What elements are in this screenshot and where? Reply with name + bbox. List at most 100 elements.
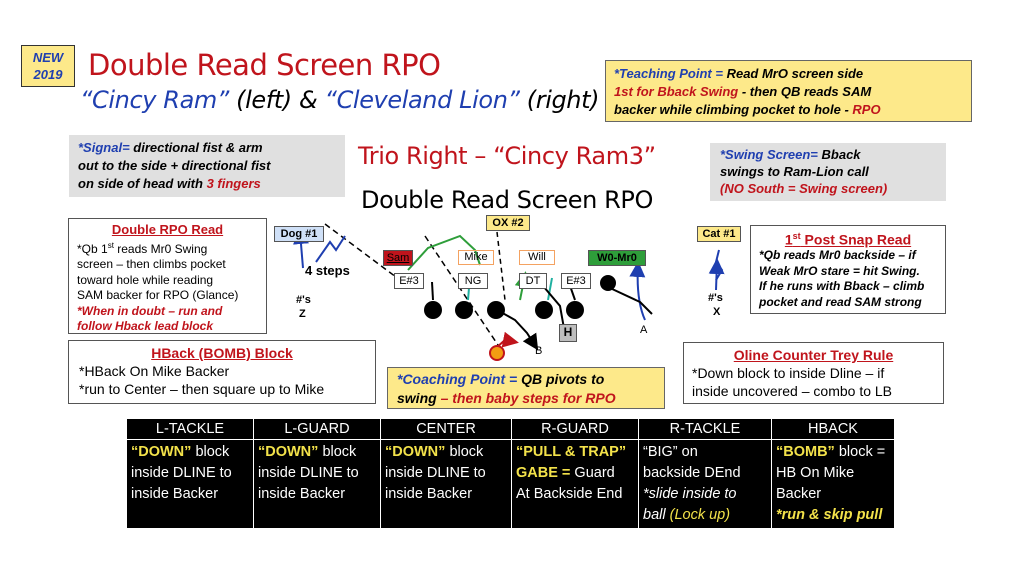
will-label: Will [519, 250, 555, 265]
page-subtitle: “Cincy Ram” (left) & “Cleveland Lion” (r… [80, 86, 599, 114]
hback-l2: *run to Center – then square up to Mike [79, 381, 325, 397]
left-end-label: E#3 [394, 273, 424, 289]
c4-y: “PULL & TRAP” [516, 444, 627, 460]
hback-bomb-block-box: HBack (BOMB) Block *HBack On Mike Backer… [68, 340, 376, 404]
double-rpo-head: Double RPO Read [111, 222, 224, 237]
c6-dy: *run & skip pull [776, 507, 883, 523]
oline-l1: *Down block to inside Dline – if [692, 365, 885, 381]
dbl-l3: toward hole while reading [77, 272, 214, 287]
c3-y: “DOWN” [385, 444, 446, 460]
right-end-label: E#3 [561, 273, 591, 289]
x-receiver-label: X [713, 306, 721, 318]
first-head-sup: st [792, 231, 801, 241]
th-rtackle: R-TACKLE [638, 418, 772, 440]
th-lguard: L-GUARD [253, 418, 381, 440]
sam-label: Sam [383, 250, 413, 266]
badge-year: 2019 [33, 67, 63, 82]
c4-a: Guard [570, 465, 615, 481]
subtitle-cincy: “Cincy Ram” [80, 86, 229, 114]
signal-text3: on side of head with [78, 176, 207, 191]
first-post-snap-read-box: 1st Post Snap Read *Qb reads Mr0 backsid… [750, 225, 946, 314]
c1-b: inside DLINE to [131, 465, 232, 481]
c2-b: inside DLINE to [258, 465, 359, 481]
c2-y: “DOWN” [258, 444, 319, 460]
c5-dy: (Lock up) [669, 507, 731, 523]
lt-marker [424, 301, 442, 319]
cp-text2: swing [397, 390, 441, 406]
c6-a: block = [834, 444, 886, 460]
right-route [609, 287, 653, 315]
qb-ball-icon [489, 345, 505, 361]
tp-text2: - then QB reads SAM [738, 84, 872, 99]
table-header-row: L-TACKLE L-GUARD CENTER R-GUARD R-TACKLE… [126, 418, 895, 440]
oline-head: Oline Counter Trey Rule [733, 347, 894, 363]
read-line-sam [424, 235, 499, 346]
rg-marker [535, 301, 553, 319]
b-back-label: B [535, 345, 543, 357]
th-rguard: R-GUARD [511, 418, 639, 440]
swing-text1: Bback [821, 147, 861, 162]
four-steps-label: 4 steps [305, 263, 350, 278]
swing-label: *Swing Screen= [720, 147, 822, 162]
badge-new: NEW [32, 50, 64, 65]
th-center: CENTER [380, 418, 512, 440]
c6-b: HB On Mike [776, 465, 855, 481]
c5-d: ball [643, 507, 670, 523]
hback-l1: *HBack On Mike Backer [79, 363, 230, 379]
a-route [629, 261, 646, 321]
c4-b: At Backside End [516, 486, 623, 502]
cp-text2-red: – then baby steps for RPO [440, 390, 616, 406]
formation-subtitle: Double Read Screen RPO [361, 186, 653, 214]
ox2-label: OX #2 [486, 215, 530, 231]
dbl-l1sup: st [107, 240, 114, 250]
subtitle-right: (right) [519, 86, 600, 114]
first-l3: If he runs with Bback – climb [759, 279, 925, 294]
rt-marker [566, 301, 584, 319]
teal-route-2 [547, 277, 553, 301]
signal-text1: directional fist & arm [133, 140, 263, 155]
dbl-l1a: *Qb 1 [77, 241, 108, 256]
swing-screen-box: *Swing Screen= Bback swings to Ram-Lion … [710, 143, 946, 201]
z-receiver-label: Z [299, 308, 306, 320]
te-marker [600, 275, 616, 291]
c6-y: “BOMB” [776, 444, 835, 460]
read-line-dog [324, 223, 401, 281]
c5-c: *slide inside to [643, 486, 737, 502]
swing-text3-red: (NO South = Swing screen) [720, 181, 888, 196]
subtitle-cleveland: “Cleveland Lion” [324, 86, 520, 114]
hback-h-label: H [559, 324, 577, 342]
tp-text3-red: RPO [852, 102, 881, 117]
lt-block [431, 281, 434, 301]
cp-label: *Coaching Point = [397, 371, 522, 387]
table-row: “DOWN” block inside DLINE to inside Backer… [126, 439, 895, 529]
coaching-point-box: *Coaching Point = QB pivots to swing – t… [387, 367, 665, 409]
oline-counter-trey-box: Oline Counter Trey Rule *Down block to i… [683, 342, 944, 404]
cp-text1: QB pivots to [521, 371, 605, 387]
c2-a: block [318, 444, 357, 460]
dbl-l5: *When in doubt – run and [77, 303, 223, 318]
signal-label: *Signal= [78, 140, 134, 155]
dbl-l2: screen – then climbs pocket [77, 257, 226, 271]
c6-c: Backer [776, 486, 822, 502]
c3-b: inside DLINE to [385, 465, 486, 481]
c4-y2: GABE = [516, 465, 571, 481]
tp-label: *Teaching Point = [614, 66, 727, 81]
tp-text1: Read MrO screen side [726, 66, 864, 81]
teaching-point-box: *Teaching Point = Read MrO screen side 1… [605, 60, 972, 122]
assignment-table: L-TACKLE L-GUARD CENTER R-GUARD R-TACKLE… [126, 418, 895, 529]
c3-c: inside Backer [385, 486, 473, 502]
hback-head: HBack (BOMB) Block [151, 345, 293, 361]
ng-label: NG [458, 273, 488, 289]
dog-route [315, 235, 346, 263]
formation-title: Trio Right – “Cincy Ram3” [358, 142, 656, 170]
first-l2: Weak MrO stare = hit Swing. [759, 263, 920, 278]
first-l1: *Qb reads Mr0 backside – if [759, 248, 916, 263]
c-marker [487, 301, 505, 319]
c1-a: block [191, 444, 230, 460]
read-line-ox [496, 231, 506, 301]
x-route [708, 258, 725, 291]
